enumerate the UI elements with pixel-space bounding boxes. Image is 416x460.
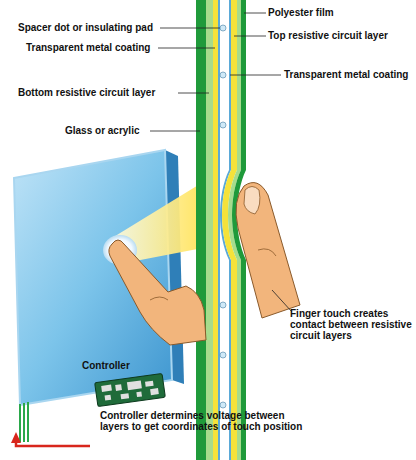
glass-layer	[196, 0, 206, 460]
bottom-circuit-layer	[206, 0, 213, 460]
note: Finger touch creates contact between res…	[290, 308, 414, 341]
part-name: Transparent metal coating	[284, 69, 414, 80]
part-name: Top resistive circuit layer	[268, 30, 414, 41]
coating-line	[218, 0, 220, 460]
part-name: Controller	[82, 360, 162, 371]
metal-coating-bottom	[213, 0, 218, 460]
part-name: Transparent metal coating	[26, 42, 161, 53]
part-name: Bottom resistive circuit layer	[18, 87, 180, 98]
part-name: Glass or acrylic	[65, 125, 155, 136]
controller-chip	[95, 373, 166, 406]
note: Controller determines voltage between la…	[100, 410, 310, 432]
arrow-head	[11, 432, 21, 443]
finger	[236, 183, 300, 318]
wires	[20, 402, 28, 442]
hand-line	[150, 297, 168, 300]
part-name: Spacer dot or insulating pad	[18, 22, 163, 33]
knuckle-line	[258, 249, 276, 256]
part-name: Polyester film	[268, 7, 408, 18]
signal-arrow	[16, 442, 90, 446]
leader-lines	[150, 13, 292, 312]
fingernail	[244, 187, 260, 215]
hand	[109, 240, 206, 345]
